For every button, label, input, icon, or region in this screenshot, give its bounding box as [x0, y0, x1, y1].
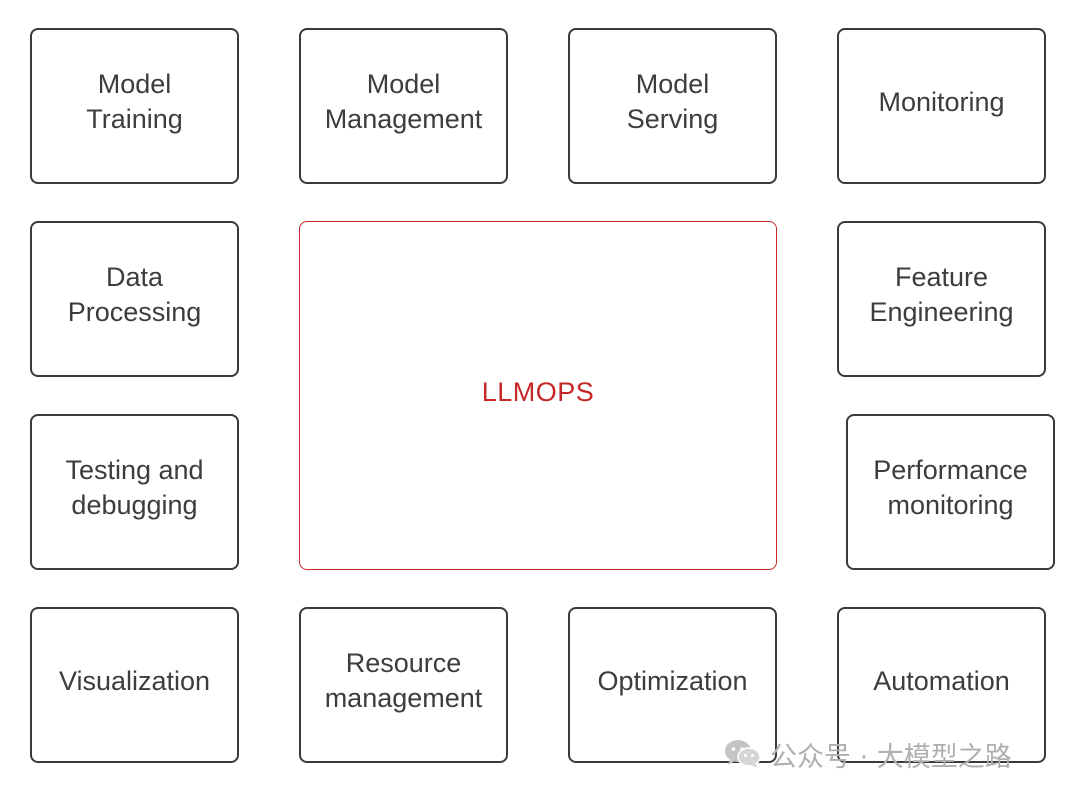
box-label-model-management: Model Management: [324, 69, 483, 134]
box-model-serving: Model Serving: [568, 28, 777, 184]
box-label-optimization: Optimization: [597, 665, 748, 696]
watermark-text: 公众号 · 大模型之路: [770, 741, 1012, 773]
box-label-visualization: Visualization: [58, 665, 211, 696]
box-performance-monitoring: Performance monitoring: [846, 414, 1055, 570]
box-model-management: Model Management: [299, 28, 508, 184]
llmops-label: LLMOPS: [481, 377, 595, 407]
box-feature-engineering: Feature Engineering: [837, 221, 1046, 377]
box-data-processing: Data Processing: [30, 221, 239, 377]
box-label-automation: Automation: [873, 665, 1010, 696]
wechat-icon: [724, 738, 762, 770]
box-label-feature-engineering: Feature Engineering: [869, 262, 1014, 327]
box-label-monitoring: Monitoring: [878, 86, 1005, 117]
box-label-data-processing: Data Processing: [67, 262, 202, 327]
box-testing-debugging: Testing and debugging: [30, 414, 239, 570]
box-monitoring: Monitoring: [837, 28, 1046, 184]
box-label-testing-debugging: Testing and debugging: [65, 455, 204, 520]
box-label-model-serving: Model Serving: [626, 69, 719, 134]
box-optimization: Optimization: [568, 607, 777, 763]
box-model-training: Model Training: [30, 28, 239, 184]
box-label-model-training: Model Training: [86, 69, 183, 134]
box-label-performance-monitoring: Performance monitoring: [873, 455, 1028, 520]
box-automation: Automation: [837, 607, 1046, 763]
box-resource-management: Resource management: [299, 607, 508, 763]
box-visualization: Visualization: [30, 607, 239, 763]
llmops-center-box: LLMOPS: [299, 221, 777, 570]
watermark: 公众号 · 大模型之路: [724, 734, 1012, 774]
box-label-resource-management: Resource management: [324, 648, 483, 713]
